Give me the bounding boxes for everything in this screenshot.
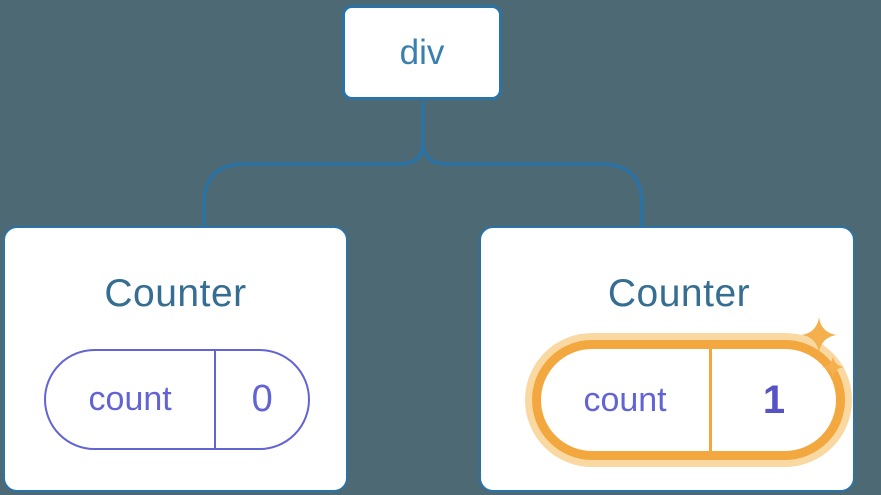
component-title: Counter — [607, 272, 751, 315]
sparkle-small — [822, 356, 845, 379]
tree-node-div: div — [342, 5, 502, 100]
state-pill-highlighted: count 1 — [532, 340, 845, 460]
state-name: count — [46, 351, 217, 448]
connector-left-branch — [202, 141, 425, 228]
state-pill: count 0 — [44, 349, 310, 450]
state-value: 0 — [251, 378, 273, 420]
connector-right-branch — [421, 141, 644, 228]
component-title: Counter — [104, 272, 247, 315]
state-name: count — [541, 349, 713, 451]
component-card-counter-left: Counter count 0 — [3, 226, 348, 492]
state-value: 1 — [762, 377, 786, 422]
sparkle-large — [801, 317, 837, 353]
sparkle-icon — [801, 317, 845, 379]
component-card-counter-right: Counter count 1 — [479, 226, 855, 492]
tree-node-div-label: div — [399, 32, 445, 72]
